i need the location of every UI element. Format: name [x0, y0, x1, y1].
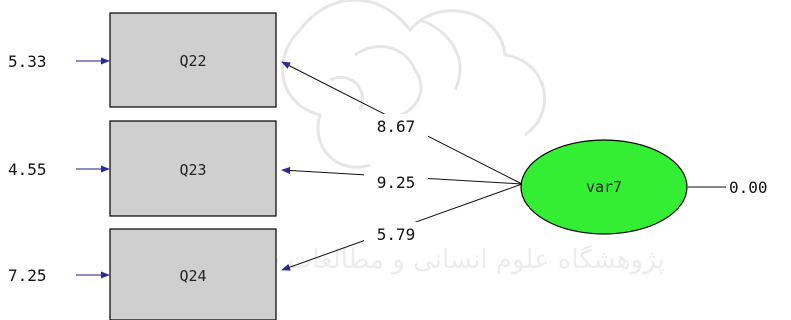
loading-bg-q22 — [364, 114, 428, 138]
indicator-box-q22[interactable] — [109, 12, 277, 108]
indicator-label-q23: Q23 — [179, 161, 206, 179]
indicator-box-q23[interactable] — [109, 120, 277, 217]
indicator-box-q24[interactable] — [109, 228, 277, 320]
loading-q23: 9.25 — [377, 173, 416, 192]
error-variance-q24: 7.25 — [8, 266, 47, 285]
watermark-logo — [281, 0, 547, 169]
error-variance-q23: 4.55 — [8, 160, 47, 179]
latent-error-variance: 0.00 — [729, 178, 768, 197]
loading-bg-q24 — [364, 222, 428, 246]
latent-label: var7 — [586, 178, 622, 196]
indicator-label-q22: Q22 — [179, 52, 206, 70]
loading-q22: 8.67 — [377, 117, 416, 136]
error-variance-q22: 5.33 — [8, 52, 47, 71]
indicator-label-q24: Q24 — [179, 267, 206, 285]
loading-q24: 5.79 — [377, 225, 416, 244]
latent-ellipse-var7[interactable] — [520, 139, 688, 235]
loading-bg-q23 — [364, 170, 428, 194]
